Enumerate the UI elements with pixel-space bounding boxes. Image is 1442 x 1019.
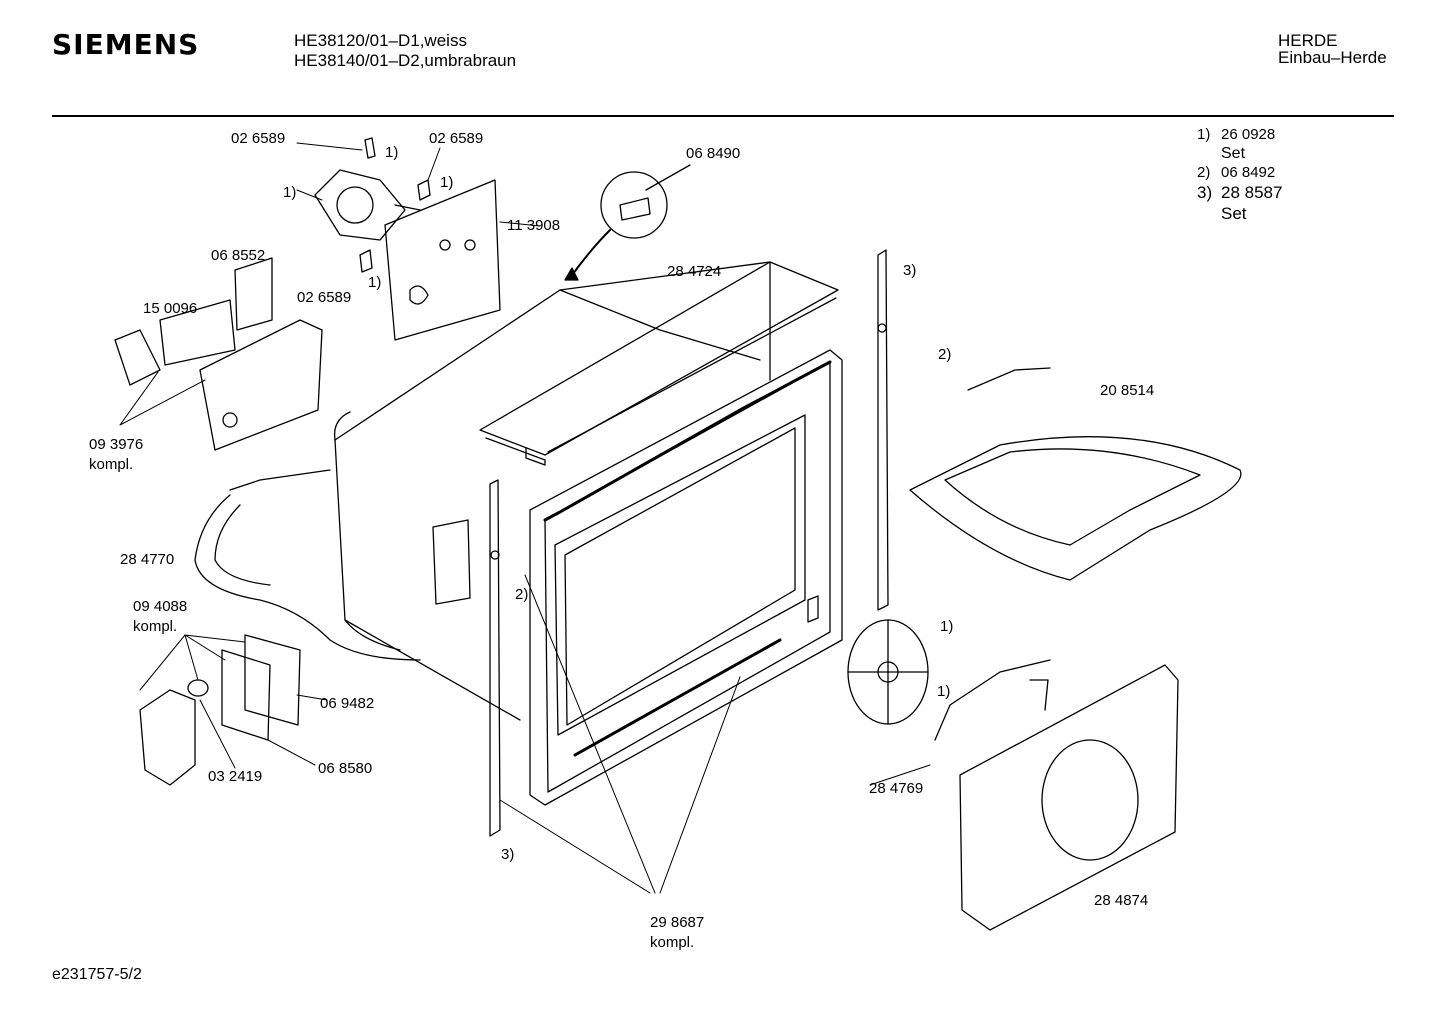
ref-label: 1) <box>940 618 954 635</box>
part-label: 28 4769 <box>869 780 924 797</box>
legend-item-2: 2) 06 8492 <box>1197 164 1275 181</box>
legend-sub-3: Set <box>1221 204 1247 223</box>
legend-sub-1: Set <box>1221 145 1246 162</box>
thermostat-callout <box>564 164 691 281</box>
part-label: 06 9482 <box>320 695 375 712</box>
rear-fan-cover <box>934 659 1179 931</box>
ref-label: 2) <box>938 346 952 363</box>
drawing-id: e231757-5/2 <box>52 966 142 983</box>
part-label: 11 3908 <box>507 217 561 234</box>
part-label: 03 2419 <box>208 768 263 785</box>
legend-part: 28 8587 <box>1221 183 1283 202</box>
part-label: 28 4724 <box>667 263 722 280</box>
legend-part: 26 0928 <box>1221 126 1276 143</box>
part-label: 28 4770 <box>120 551 175 568</box>
ref-label: 3) <box>903 262 917 279</box>
electronics-panel <box>114 257 323 451</box>
part-label: 09 4088 <box>133 598 188 615</box>
siemens-logo: SIEMENS <box>52 28 200 61</box>
part-label: 06 8552 <box>211 247 266 264</box>
legend-item-3: 3) 28 8587 <box>1197 183 1282 203</box>
lamp-assembly <box>139 634 301 786</box>
part-label: 06 8580 <box>318 760 373 777</box>
part-label: 20 8514 <box>1100 382 1155 399</box>
oven-housing <box>333 261 771 721</box>
part-label: 09 3976 <box>89 436 144 453</box>
lower-heating-element <box>194 469 421 661</box>
legend-item-1: 1) 26 0928 <box>1197 126 1275 143</box>
front-frame <box>529 349 843 806</box>
ref-label: 1) <box>385 144 399 161</box>
part-label: 29 8687 <box>650 914 705 931</box>
header-divider <box>52 115 1394 117</box>
part-label: 02 6589 <box>297 289 352 306</box>
ref-label: 1) <box>440 174 454 191</box>
part-label: 15 0096 <box>143 300 198 317</box>
model-line-1: HE38120/01–D1,weiss <box>294 31 467 50</box>
ref-label: 1) <box>937 683 951 700</box>
category-line-2: Einbau–Herde <box>1278 48 1387 67</box>
ref-label: 2) <box>515 586 529 603</box>
part-label-sub: kompl. <box>650 934 695 951</box>
top-trim-strip <box>479 261 839 466</box>
grill-heating-element <box>909 367 1242 581</box>
left-side-strip <box>489 479 501 837</box>
convection-fan <box>847 619 929 725</box>
model-line-2: HE38140/01–D2,umbrabraun <box>294 51 517 70</box>
legend-num: 2) <box>1197 164 1211 181</box>
leader-lines <box>119 142 931 894</box>
part-label: 02 6589 <box>231 130 286 147</box>
legend-part: 06 8492 <box>1221 164 1276 181</box>
part-label: 28 4874 <box>1094 892 1149 909</box>
ref-label: 1) <box>283 184 297 201</box>
category-line-1: HERDE <box>1278 31 1338 50</box>
part-label: 06 8490 <box>686 145 741 162</box>
mounting-plate <box>384 179 501 341</box>
right-side-strip <box>877 249 889 611</box>
legend-num: 3) <box>1197 183 1213 202</box>
ref-label: 3) <box>501 846 515 863</box>
ref-label: 1) <box>368 274 382 291</box>
motor-assembly <box>314 137 431 273</box>
part-label-sub: kompl. <box>89 456 134 473</box>
part-label: 02 6589 <box>429 130 484 147</box>
legend-num: 1) <box>1197 126 1211 143</box>
part-label-sub: kompl. <box>133 618 178 635</box>
